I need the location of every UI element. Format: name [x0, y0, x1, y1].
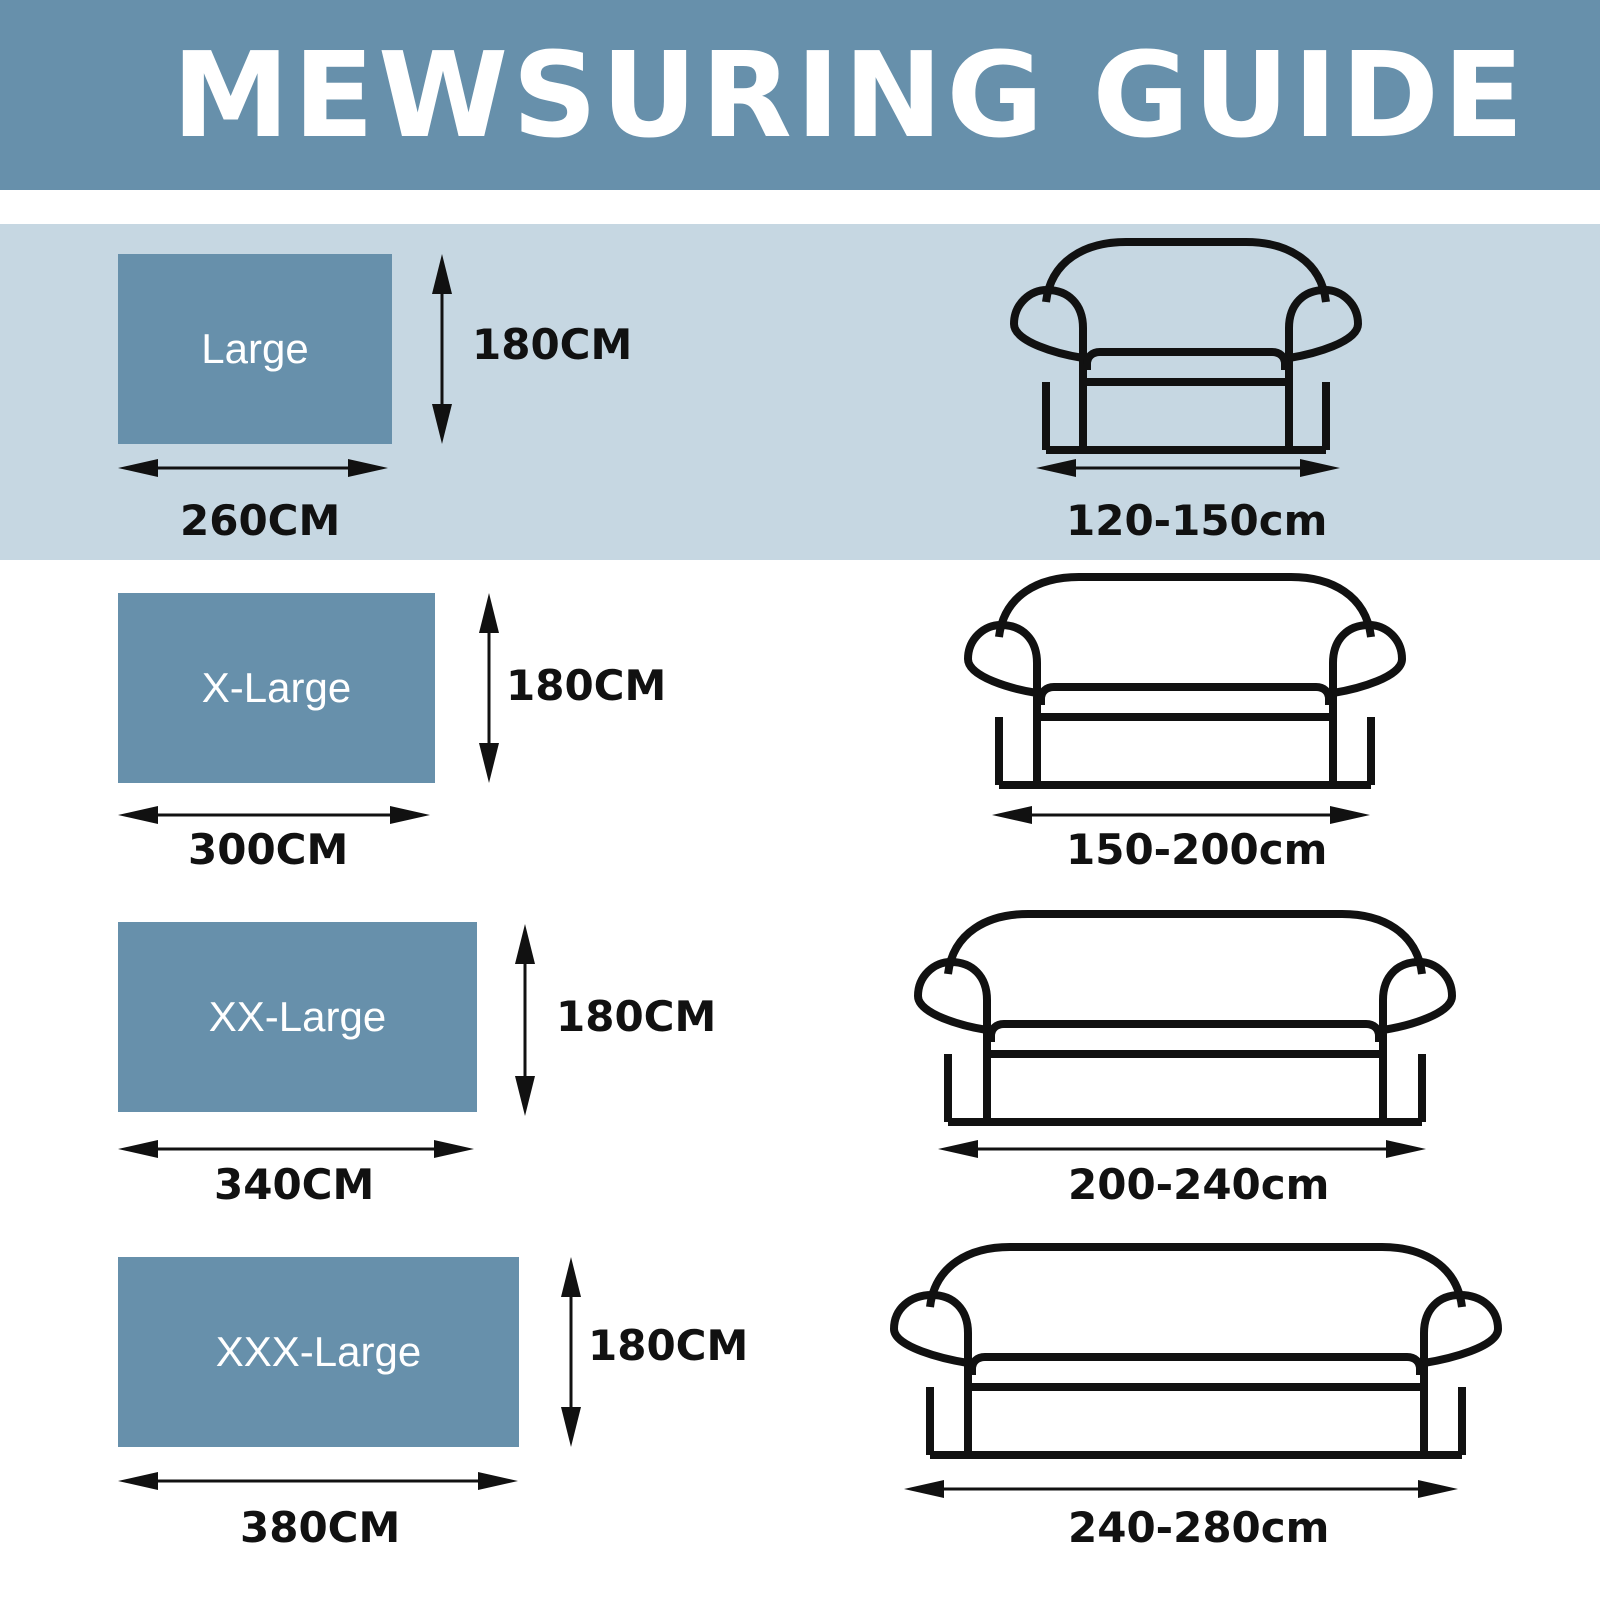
page-title: MEWSURING GUIDE	[172, 26, 1528, 164]
sofa-icon	[914, 910, 1456, 1126]
sofa-icon	[964, 573, 1406, 789]
size-label-box: Large	[118, 254, 392, 444]
double-arrow-vertical-icon	[515, 924, 535, 1116]
double-arrow-horizontal-icon	[938, 1140, 1426, 1158]
width-label: 380CM	[240, 1503, 401, 1552]
double-arrow-horizontal-icon	[1036, 459, 1340, 477]
size-row-xx-large: XX-Large 180CM 340CM 200-240cm	[0, 910, 1600, 1212]
size-label: XXX-Large	[215, 1328, 422, 1375]
width-label: 300CM	[188, 825, 349, 874]
double-arrow-vertical-icon	[561, 1257, 581, 1447]
size-label-box: XX-Large	[118, 922, 477, 1112]
height-label: 180CM	[556, 992, 717, 1041]
double-arrow-horizontal-icon	[118, 806, 430, 824]
double-arrow-horizontal-icon	[118, 1140, 474, 1158]
height-label: 180CM	[472, 320, 633, 369]
size-label: Large	[201, 325, 309, 372]
size-label-box: X-Large	[118, 593, 435, 783]
double-arrow-vertical-icon	[479, 593, 499, 783]
size-row-xxx-large: XXX-Large 180CM 380CM 240-280cm	[0, 1243, 1600, 1557]
width-label: 340CM	[214, 1160, 375, 1209]
size-row-large: Large 180CM 260CM 120-150cm	[0, 238, 1600, 554]
header-banner: MEWSURING GUIDE	[0, 0, 1600, 190]
size-label-box: XXX-Large	[118, 1257, 519, 1447]
height-label: 180CM	[588, 1321, 749, 1370]
width-label: 260CM	[180, 496, 341, 545]
sofa-range-label: 240-280cm	[1068, 1503, 1330, 1552]
double-arrow-horizontal-icon	[904, 1480, 1458, 1498]
sofa-range-label: 120-150cm	[1066, 496, 1328, 545]
size-label: X-Large	[201, 664, 352, 711]
sofa-range-label: 150-200cm	[1066, 825, 1328, 874]
height-label: 180CM	[506, 661, 667, 710]
sofa-icon	[890, 1243, 1502, 1459]
sofa-range-label: 200-240cm	[1068, 1160, 1330, 1209]
size-row-x-large: X-Large 180CM 300CM 150-200cm	[0, 573, 1600, 883]
size-label: XX-Large	[208, 993, 387, 1040]
double-arrow-horizontal-icon	[992, 806, 1370, 824]
sofa-icon	[1010, 238, 1362, 454]
double-arrow-horizontal-icon	[118, 459, 388, 477]
double-arrow-horizontal-icon	[118, 1472, 518, 1490]
double-arrow-vertical-icon	[432, 254, 452, 444]
